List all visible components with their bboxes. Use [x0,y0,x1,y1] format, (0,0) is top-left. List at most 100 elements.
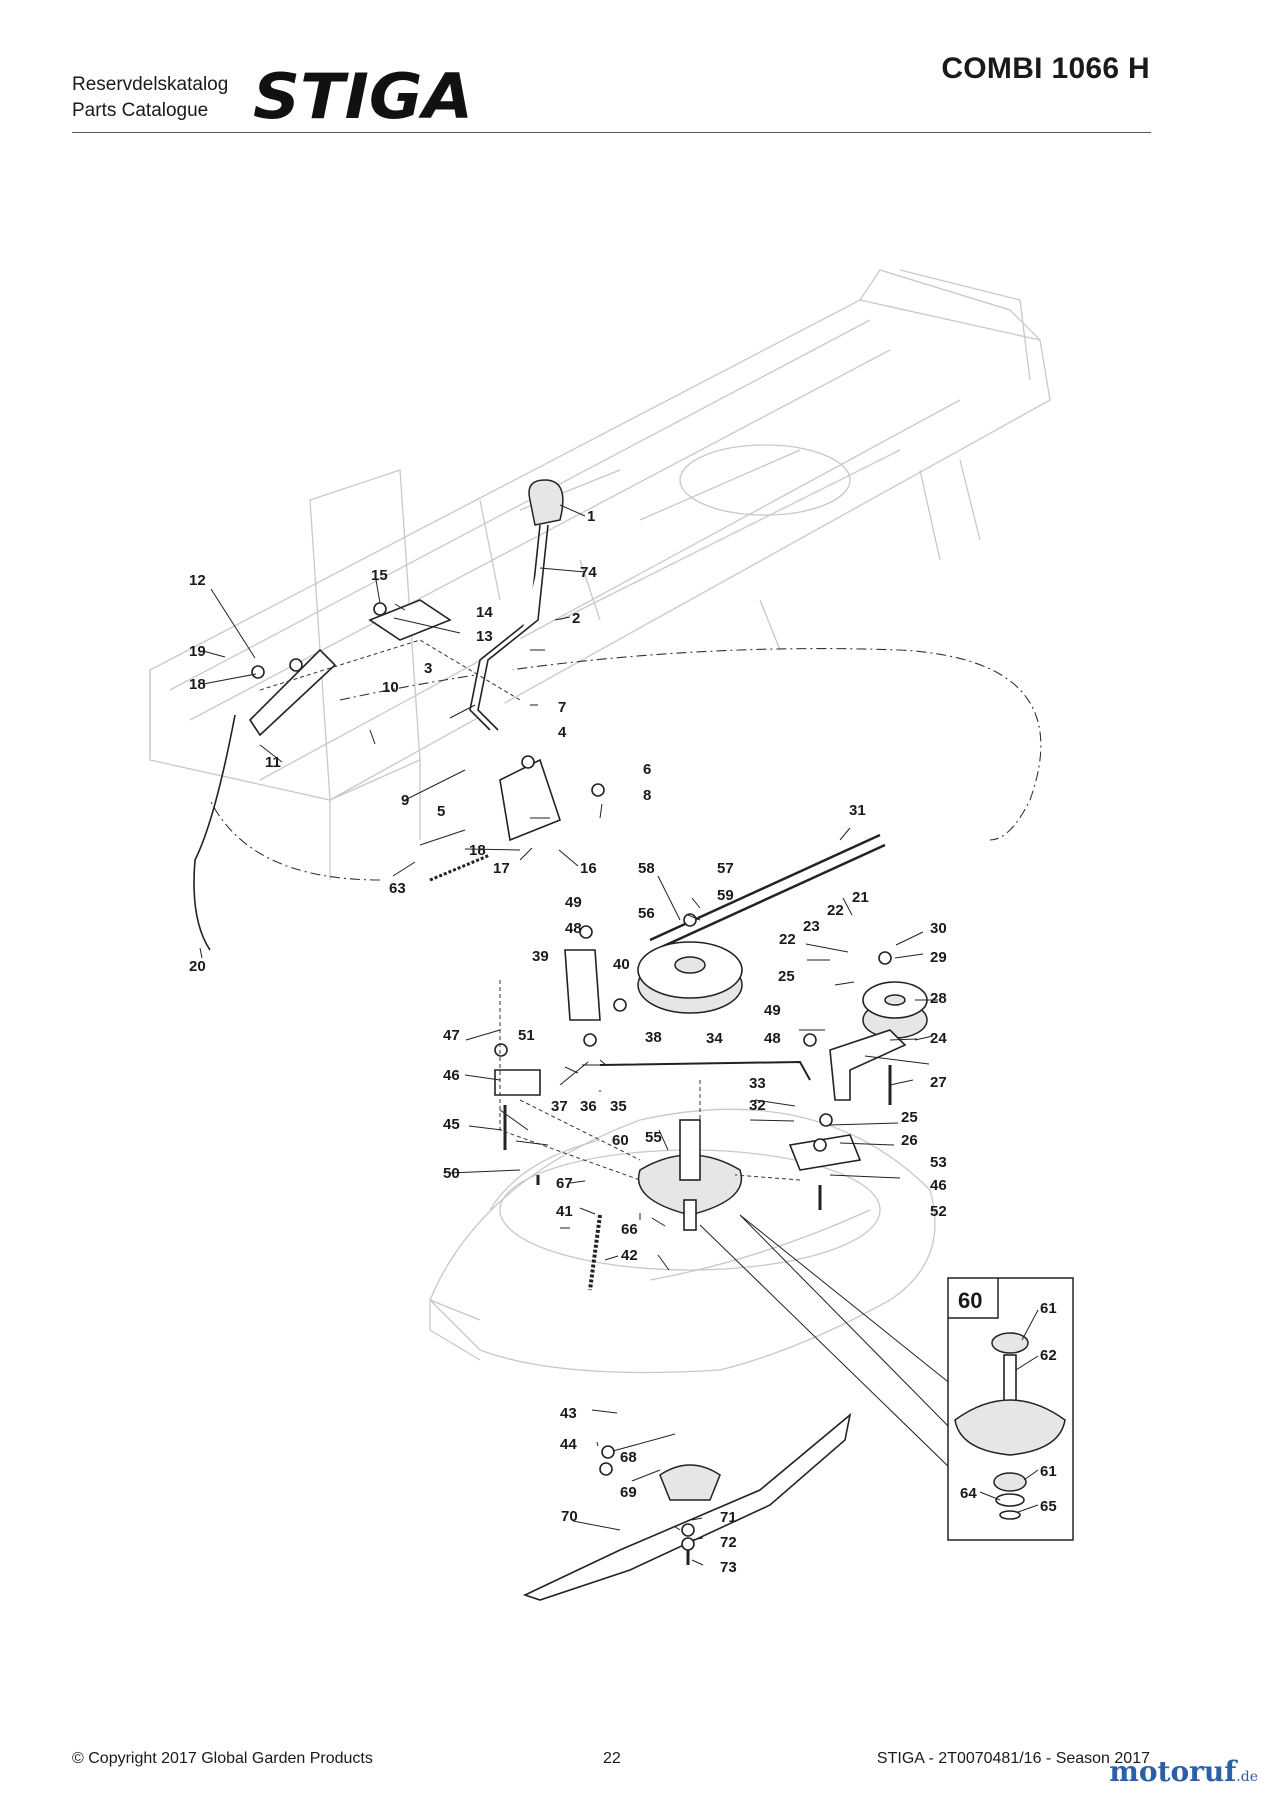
callout: 26 [901,1132,918,1149]
callout: 4 [558,724,567,741]
callout: 37 [551,1098,568,1115]
belt-guide [564,949,601,1021]
callout: 16 [580,860,597,877]
watermark: motoruf.de [1109,1755,1258,1788]
callout: 39 [532,948,549,965]
callout: 29 [930,949,947,966]
callout: 59 [717,887,734,904]
callout: 28 [930,990,947,1007]
callout: 25 [778,968,795,985]
control-cable [193,714,236,951]
stiga-logo: STIGA [253,66,473,126]
callout: 49 [565,894,582,911]
idler-pulley [862,981,928,1039]
detail-inset: 60 61 62 61 64 65 [699,1214,1074,1541]
callout: 23 [803,918,820,935]
reference-dashes [259,639,801,1181]
callout: 51 [518,1027,535,1044]
callout: 27 [930,1074,947,1091]
callout: 35 [610,1098,627,1115]
callout: 43 [560,1405,577,1422]
idler-arm [829,1029,907,1101]
callout: 67 [556,1175,573,1192]
callout: 15 [371,567,388,584]
callout: 19 [189,643,206,660]
lever-bracket [368,599,452,641]
callout: 57 [717,860,734,877]
callout: 10 [382,679,399,696]
callout: 70 [561,1508,578,1525]
inset-callout: 65 [1040,1498,1057,1515]
mower-blade [522,1412,852,1601]
callout: 74 [580,564,597,581]
callout: 13 [476,628,493,645]
model-title: COMBI 1066 H [941,52,1150,85]
callout: 14 [476,604,493,621]
callout: 25 [901,1109,918,1126]
callout: 40 [613,956,630,973]
inset-callout: 61 [1040,1463,1057,1480]
callout: 5 [437,803,445,820]
callout: 71 [720,1509,737,1526]
callout: 58 [638,860,655,877]
tension-rod [599,1060,811,1081]
callout: 34 [706,1030,723,1047]
link-plate [248,648,337,737]
callout: 31 [849,802,866,819]
callout: 33 [749,1075,766,1092]
callout: 48 [764,1030,781,1047]
drive-belt [649,833,886,952]
callout: 38 [645,1029,662,1046]
gear-lever [469,524,549,731]
blade-hub [659,1464,721,1501]
callout: 18 [469,842,486,859]
pivot-plate [499,758,561,842]
callout: 6 [643,761,651,778]
callout: 30 [930,920,947,937]
spindle-housing [637,1119,743,1231]
inset-callout: 64 [960,1485,977,1502]
callout: 41 [556,1203,573,1220]
header-divider [72,132,1151,133]
inset-callout: 62 [1040,1347,1057,1364]
callout: 45 [443,1116,460,1133]
callout: 12 [189,572,206,589]
callout: 63 [389,880,406,897]
leader-lines [199,504,938,1566]
callout: 42 [621,1247,638,1264]
callout: 22 [827,902,844,919]
callout: 32 [749,1097,766,1114]
callout: 60 [612,1132,629,1149]
belt-pulley [637,941,743,1014]
callout: 2 [572,610,580,627]
catalog-heading: Reservdelskatalog Parts Catalogue [72,72,228,124]
callout: 47 [443,1027,460,1044]
callout-labels: 1 74 2 3 7 4 6 8 5 9 10 11 12 15 14 13 1… [189,508,947,1576]
callout: 9 [401,792,409,809]
watermark-name: motoruf [1109,1755,1237,1788]
bearing-bracket-right [788,1134,862,1171]
callout: 46 [930,1177,947,1194]
bearing-bracket-left [494,1069,541,1096]
catalog-title-swedish: Reservdelskatalog [72,74,229,95]
callout: 72 [720,1534,737,1551]
footer-page-number: 22 [603,1750,621,1767]
callout: 56 [638,905,655,922]
callout: 20 [189,958,206,975]
callout: 22 [779,931,796,948]
callout: 69 [620,1484,637,1501]
callout: 44 [560,1436,577,1453]
callout: 53 [930,1154,947,1171]
callout: 50 [443,1165,460,1182]
callout: 66 [621,1221,638,1238]
callout: 7 [558,699,566,716]
callout: 18 [189,676,206,693]
tension-spring [429,853,491,882]
watermark-tld: .de [1236,1769,1258,1785]
inset-title: 60 [958,1288,982,1313]
chassis-frame-outline [149,269,1051,880]
callout: 48 [565,920,582,937]
callout: 21 [852,889,869,906]
catalog-title-english: Parts Catalogue [72,100,209,121]
inset-callout: 61 [1040,1300,1057,1317]
